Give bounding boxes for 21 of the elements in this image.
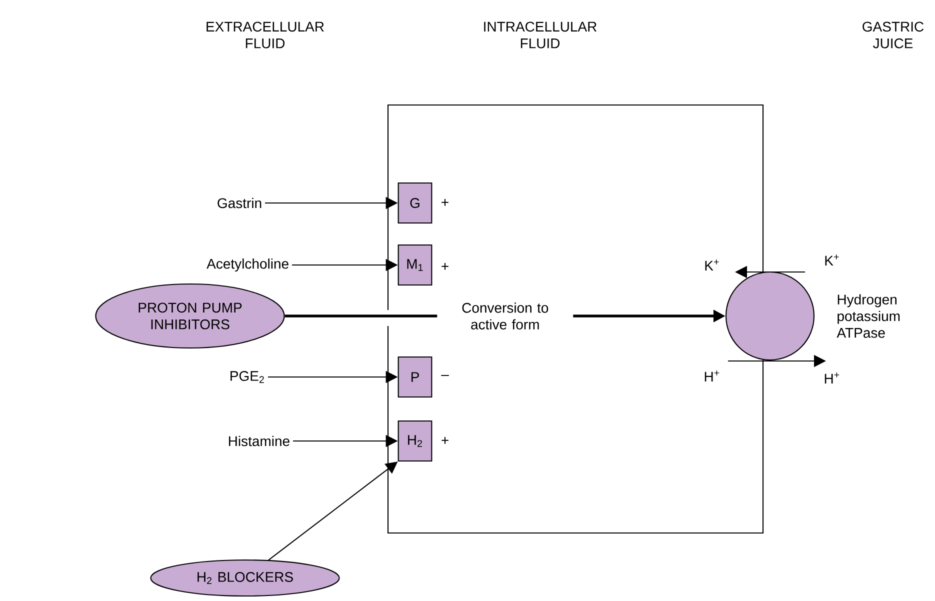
receptor-box: G	[398, 182, 432, 224]
pump-circle	[725, 271, 815, 361]
receptor-agonist-label: PGE$_{2}$	[230, 371, 264, 383]
effect-sign: +	[442, 198, 448, 206]
enzyme-label: Hydrogen potassium ATPase	[836, 294, 900, 338]
receptor-box: P	[398, 356, 432, 398]
effect-sign: +	[442, 436, 448, 444]
column-heading: EXTRACELLULAR FLUID	[206, 22, 324, 48]
ion-label: K$^{+}$	[705, 260, 719, 270]
effect-sign: +	[442, 262, 448, 270]
receptor-box: H$_{2}$	[398, 420, 432, 462]
receptor-box: M$_{1}$	[398, 244, 432, 286]
column-heading: INTRACELLULAR FLUID	[484, 22, 597, 48]
edge-label: Conversion to active form	[462, 302, 548, 330]
ion-label: H$^{+}$	[824, 372, 840, 384]
receptor-agonist-label: Acetylcholine	[206, 258, 288, 272]
column-heading: GASTRIC JUICE	[862, 22, 924, 48]
receptor-agonist-label: Gastrin	[218, 198, 262, 208]
receptor-agonist-label: Histamine	[228, 436, 290, 446]
ion-label: K$^{+}$	[825, 254, 839, 266]
ion-label: H$^{+}$	[704, 370, 720, 382]
